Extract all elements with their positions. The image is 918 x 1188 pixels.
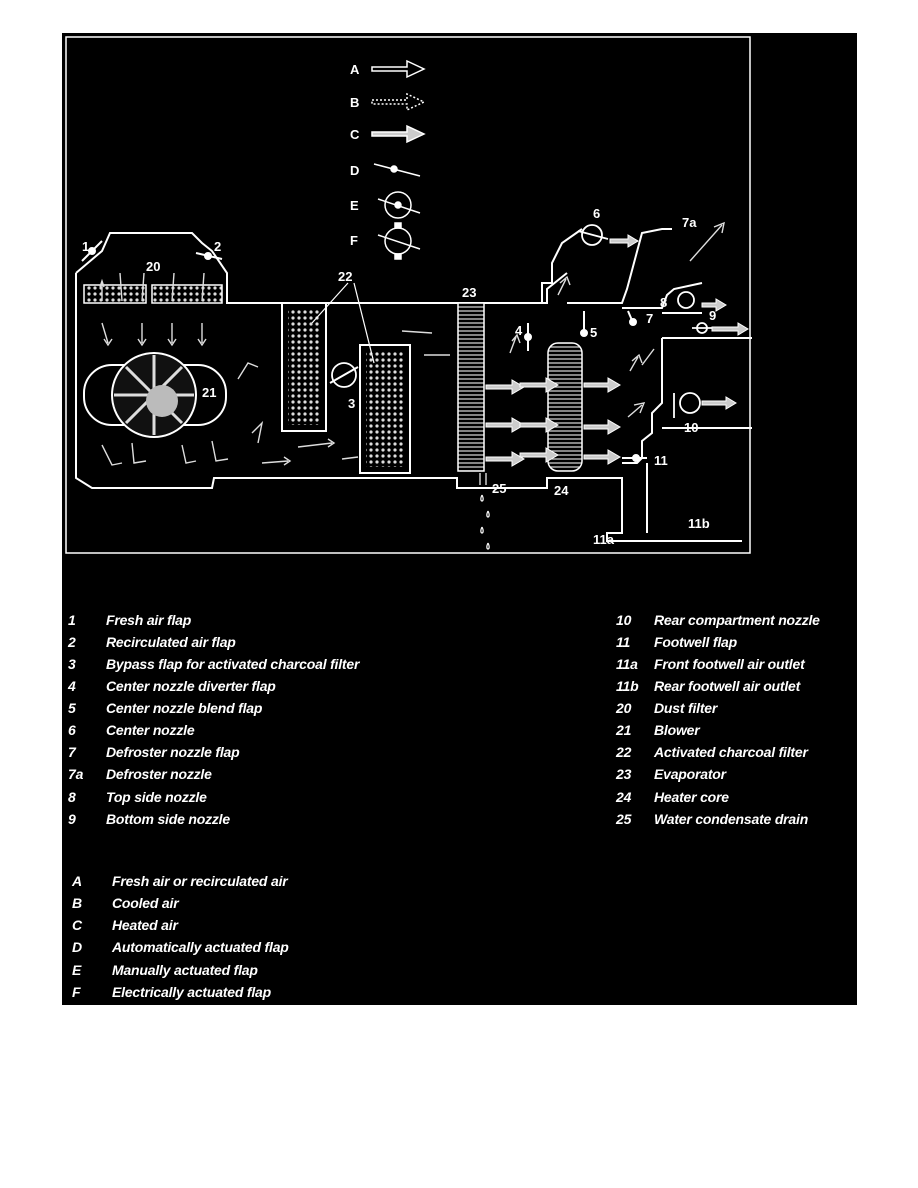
flaps [81,240,647,462]
key-symbols [371,59,426,260]
label-22: 22 [338,269,352,284]
label-24: 24 [554,483,569,498]
diagram-frame [65,36,751,554]
label-10: 10 [684,420,698,435]
hvac-diagram: A B C D E F [65,36,752,554]
arrow-a-icon [371,59,426,79]
label-25: 25 [492,481,506,496]
label-23: 23 [462,285,476,300]
label-11b: 11b [688,516,710,531]
key-letter-d: D [350,163,359,178]
key-letter-b: B [350,95,359,110]
label-1: 1 [82,239,89,254]
arrow-c-icon [371,124,426,144]
heater-core [547,342,583,472]
water-drops [479,473,490,550]
label-11: 11 [654,453,668,468]
label-5: 5 [590,325,597,340]
key-letter-a: A [350,62,360,77]
label-3: 3 [348,396,355,411]
dust-filter-right [151,284,223,304]
key-letter-c: C [350,127,360,142]
blower-icon [83,352,227,438]
rear-compartment-nozzle-icon [679,392,701,414]
airflow-arrows [99,272,450,466]
flap-e-icon [377,191,421,219]
key-letter-f: F [350,233,358,248]
label-21: 21 [202,385,216,400]
nozzles [577,224,742,418]
arrow-b-icon [371,92,426,112]
label-2: 2 [214,239,221,254]
cooled-heated-arrows [485,234,749,467]
dust-filter-left [83,284,147,304]
label-4: 4 [515,323,523,338]
center-nozzle-icon [581,224,603,246]
label-7: 7 [646,311,653,326]
evaporator [457,302,485,472]
key-letter-e: E [350,198,359,213]
flap-f-icon [377,222,421,260]
bypass-flap-icon [331,362,357,388]
label-7a: 7a [682,215,697,230]
diagram-panel: A B C D E F [62,33,857,1005]
label-6: 6 [593,206,600,221]
upward-arrows [509,221,725,418]
hvac-housing [75,228,752,542]
label-20: 20 [146,259,160,274]
label-8: 8 [660,295,667,310]
label-11a: 11a [593,532,615,547]
label-9: 9 [709,308,716,323]
top-side-nozzle-icon [677,291,695,309]
